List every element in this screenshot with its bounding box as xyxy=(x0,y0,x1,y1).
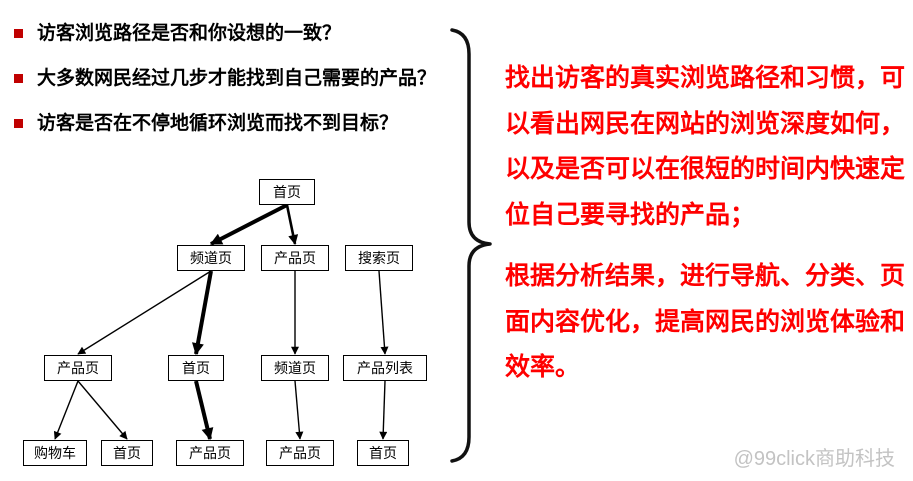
diagram-node-a1: 首页 xyxy=(259,179,315,205)
diagram-node-b1: 频道页 xyxy=(177,245,245,271)
diagram-node-c2: 首页 xyxy=(168,355,224,381)
bullet-text: 大多数网民经过几步才能找到自己需要的产品？ xyxy=(37,67,437,89)
insight-paragraph-2: 根据分析结果，进行导航、分类、页面内容优化，提高网民的浏览体验和效率。 xyxy=(505,262,906,381)
bullet-square-icon xyxy=(14,118,23,128)
diagram-node-d5: 首页 xyxy=(357,440,409,466)
bullet-list: 访客浏览路径是否和你设想的一致？ 大多数网民经过几步才能找到自己需要的产品？ 访… xyxy=(10,22,510,156)
diagram-node-c4: 产品列表 xyxy=(343,355,427,381)
diagram-node-c3: 频道页 xyxy=(261,355,329,381)
bullet-square-icon xyxy=(14,73,23,83)
diagram-node-d4: 产品页 xyxy=(266,440,334,466)
insight-text: 找出访客的真实浏览路径和习惯，可以看出网民在网站的浏览深度如何，以及是否可以在很… xyxy=(505,56,911,391)
diagram-node-d2: 首页 xyxy=(101,440,153,466)
diagram-node-c1: 产品页 xyxy=(44,355,112,381)
bullet-item: 访客浏览路径是否和你设想的一致？ xyxy=(10,22,510,46)
diagram-node-d3: 产品页 xyxy=(176,440,244,466)
bullet-item: 大多数网民经过几步才能找到自己需要的产品？ xyxy=(10,67,510,91)
insight-paragraph-1: 找出访客的真实浏览路径和习惯，可以看出网民在网站的浏览深度如何，以及是否可以在很… xyxy=(505,64,906,229)
bullet-square-icon xyxy=(14,29,23,38)
diagram-node-b3: 搜索页 xyxy=(345,245,413,271)
bullet-text: 访客浏览路径是否和你设想的一致？ xyxy=(37,23,342,44)
bullet-item: 访客是否在不停地循环浏览而找不到目标？ xyxy=(10,112,510,136)
bullet-text: 访客是否在不停地循环浏览而找不到目标？ xyxy=(37,112,399,134)
diagram-node-d1: 购物车 xyxy=(23,440,87,466)
diagram-node-b2: 产品页 xyxy=(261,245,329,271)
watermark: @99click商助科技 xyxy=(733,448,895,470)
